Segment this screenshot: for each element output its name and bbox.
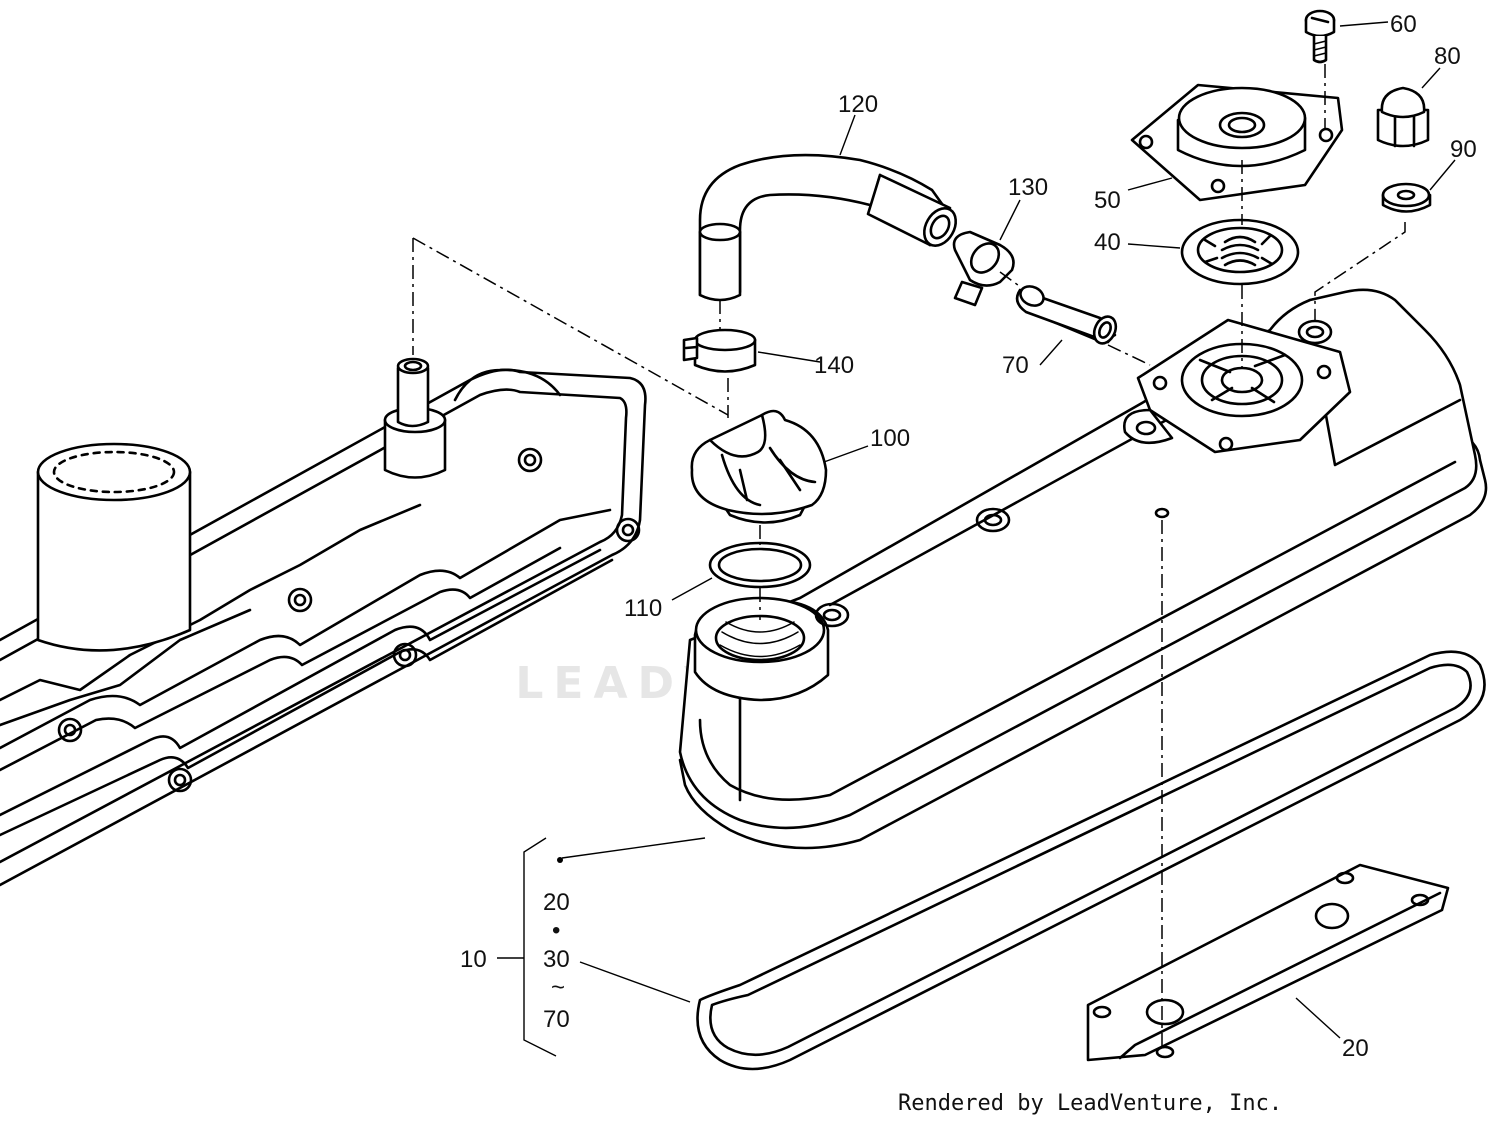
callout-20-group: 20 (543, 889, 570, 916)
washer (1381, 182, 1432, 213)
callout-100: 100 (870, 425, 910, 452)
rocker-cover (678, 288, 1488, 850)
callout-130: 130 (1008, 174, 1048, 201)
hose-clamp-lower (682, 328, 757, 373)
callout-50: 50 (1094, 187, 1121, 214)
callout-10: 10 (460, 946, 487, 973)
bracket-range-mark: ~ (551, 974, 565, 1001)
oil-fill-cap (690, 409, 828, 524)
o-ring (708, 541, 812, 589)
alignment-lines (412, 64, 1406, 1050)
hose-clamp-upper (952, 230, 1015, 307)
cap-nut (1376, 86, 1430, 148)
callout-40: 40 (1094, 229, 1121, 256)
callout-70-group: 70 (543, 1006, 570, 1033)
callout-60: 60 (1390, 11, 1417, 38)
screw (1304, 9, 1336, 64)
leader-lines (561, 21, 1456, 1039)
callout-80: 80 (1434, 43, 1461, 70)
callout-120: 120 (838, 91, 878, 118)
bracket-dot-upper (557, 857, 563, 863)
callout-140: 140 (814, 352, 854, 379)
callout-70-tube: 70 (1002, 352, 1029, 379)
callout-30: 30 (543, 946, 570, 973)
cover-plate-bracket (1086, 863, 1450, 1062)
bracket-bullet: • (552, 917, 560, 944)
engine-head-assembly (0, 357, 647, 887)
callout-20-plate: 20 (1342, 1035, 1369, 1062)
breather-hose (698, 153, 958, 302)
cover-gasket (696, 650, 1486, 1071)
breather-tube (1015, 285, 1118, 345)
breather-diaphragm (1180, 218, 1300, 286)
callout-110: 110 (624, 595, 662, 622)
credit-text: Rendered by LeadVenture, Inc. (898, 1091, 1282, 1116)
breather-cover (1130, 83, 1344, 202)
group-bracket (497, 837, 557, 1057)
callout-90: 90 (1450, 136, 1477, 163)
